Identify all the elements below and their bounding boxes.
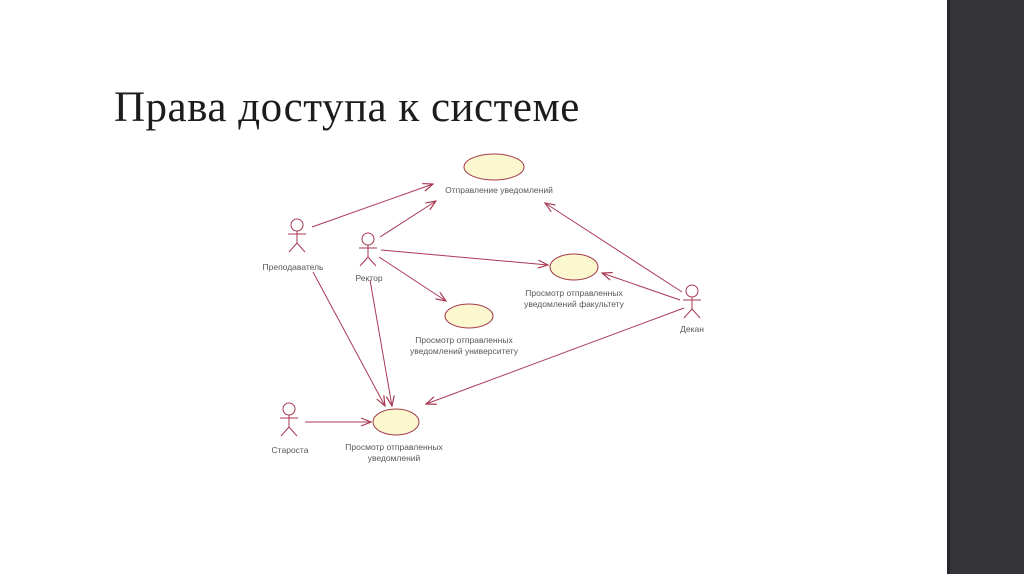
actor-rektor: Ректор bbox=[355, 232, 383, 283]
use-case-label: Отправление уведомлений bbox=[445, 185, 553, 195]
actor-right-leg bbox=[288, 426, 298, 437]
use-case-ellipse bbox=[444, 303, 494, 329]
use-case-label: Просмотр отправленных bbox=[415, 335, 513, 345]
actor-right-leg bbox=[691, 308, 701, 319]
actor-right-leg bbox=[296, 242, 306, 253]
association-rektor-to-view-sent bbox=[369, 279, 392, 406]
actor-prepodavatel: Преподаватель bbox=[263, 218, 325, 272]
association-dekan-to-view-sent bbox=[426, 307, 685, 404]
association-dekan-to-view-faculty bbox=[602, 273, 681, 301]
actor-starosta: Староста bbox=[272, 402, 309, 455]
actor-label: Староста bbox=[272, 445, 309, 455]
actor-right-leg bbox=[367, 256, 377, 267]
actor-left-leg bbox=[288, 242, 298, 253]
actor-head bbox=[282, 402, 296, 416]
use-case-send-notifications: Отправление уведомлений bbox=[445, 153, 553, 195]
actor-head bbox=[685, 284, 699, 298]
use-case-label: уведомлений университету bbox=[410, 346, 519, 356]
use-case-label: Просмотр отправленных bbox=[525, 288, 623, 298]
use-case-label: Просмотр отправленных bbox=[345, 442, 443, 452]
actor-left-leg bbox=[359, 256, 369, 267]
actor-left-leg bbox=[280, 426, 290, 437]
right-dark-panel bbox=[947, 0, 1024, 574]
use-case-ellipse bbox=[463, 153, 525, 181]
association-prepodavatel-to-send-notifications bbox=[311, 184, 433, 228]
actor-head bbox=[361, 232, 375, 246]
page-title: Права доступа к системе bbox=[114, 84, 580, 131]
association-rektor-to-view-faculty bbox=[380, 249, 548, 265]
association-rektor-to-view-university bbox=[378, 256, 446, 301]
use-case-ellipse bbox=[372, 408, 420, 436]
actor-label: Декан bbox=[680, 324, 704, 334]
actor-head bbox=[290, 218, 304, 232]
use-case-label: уведомлений факультету bbox=[524, 299, 625, 309]
actor-label: Ректор bbox=[355, 273, 382, 283]
actor-left-leg bbox=[683, 308, 693, 319]
association-rektor-to-send-notifications bbox=[379, 201, 436, 238]
association-prepodavatel-to-view-sent bbox=[312, 271, 385, 406]
actor-dekan: Декан bbox=[680, 284, 704, 334]
use-case-label: уведомлений bbox=[368, 453, 421, 463]
actor-label: Преподаватель bbox=[263, 262, 325, 272]
use-case-ellipse bbox=[549, 253, 599, 281]
association-dekan-to-send-notifications bbox=[545, 203, 683, 293]
